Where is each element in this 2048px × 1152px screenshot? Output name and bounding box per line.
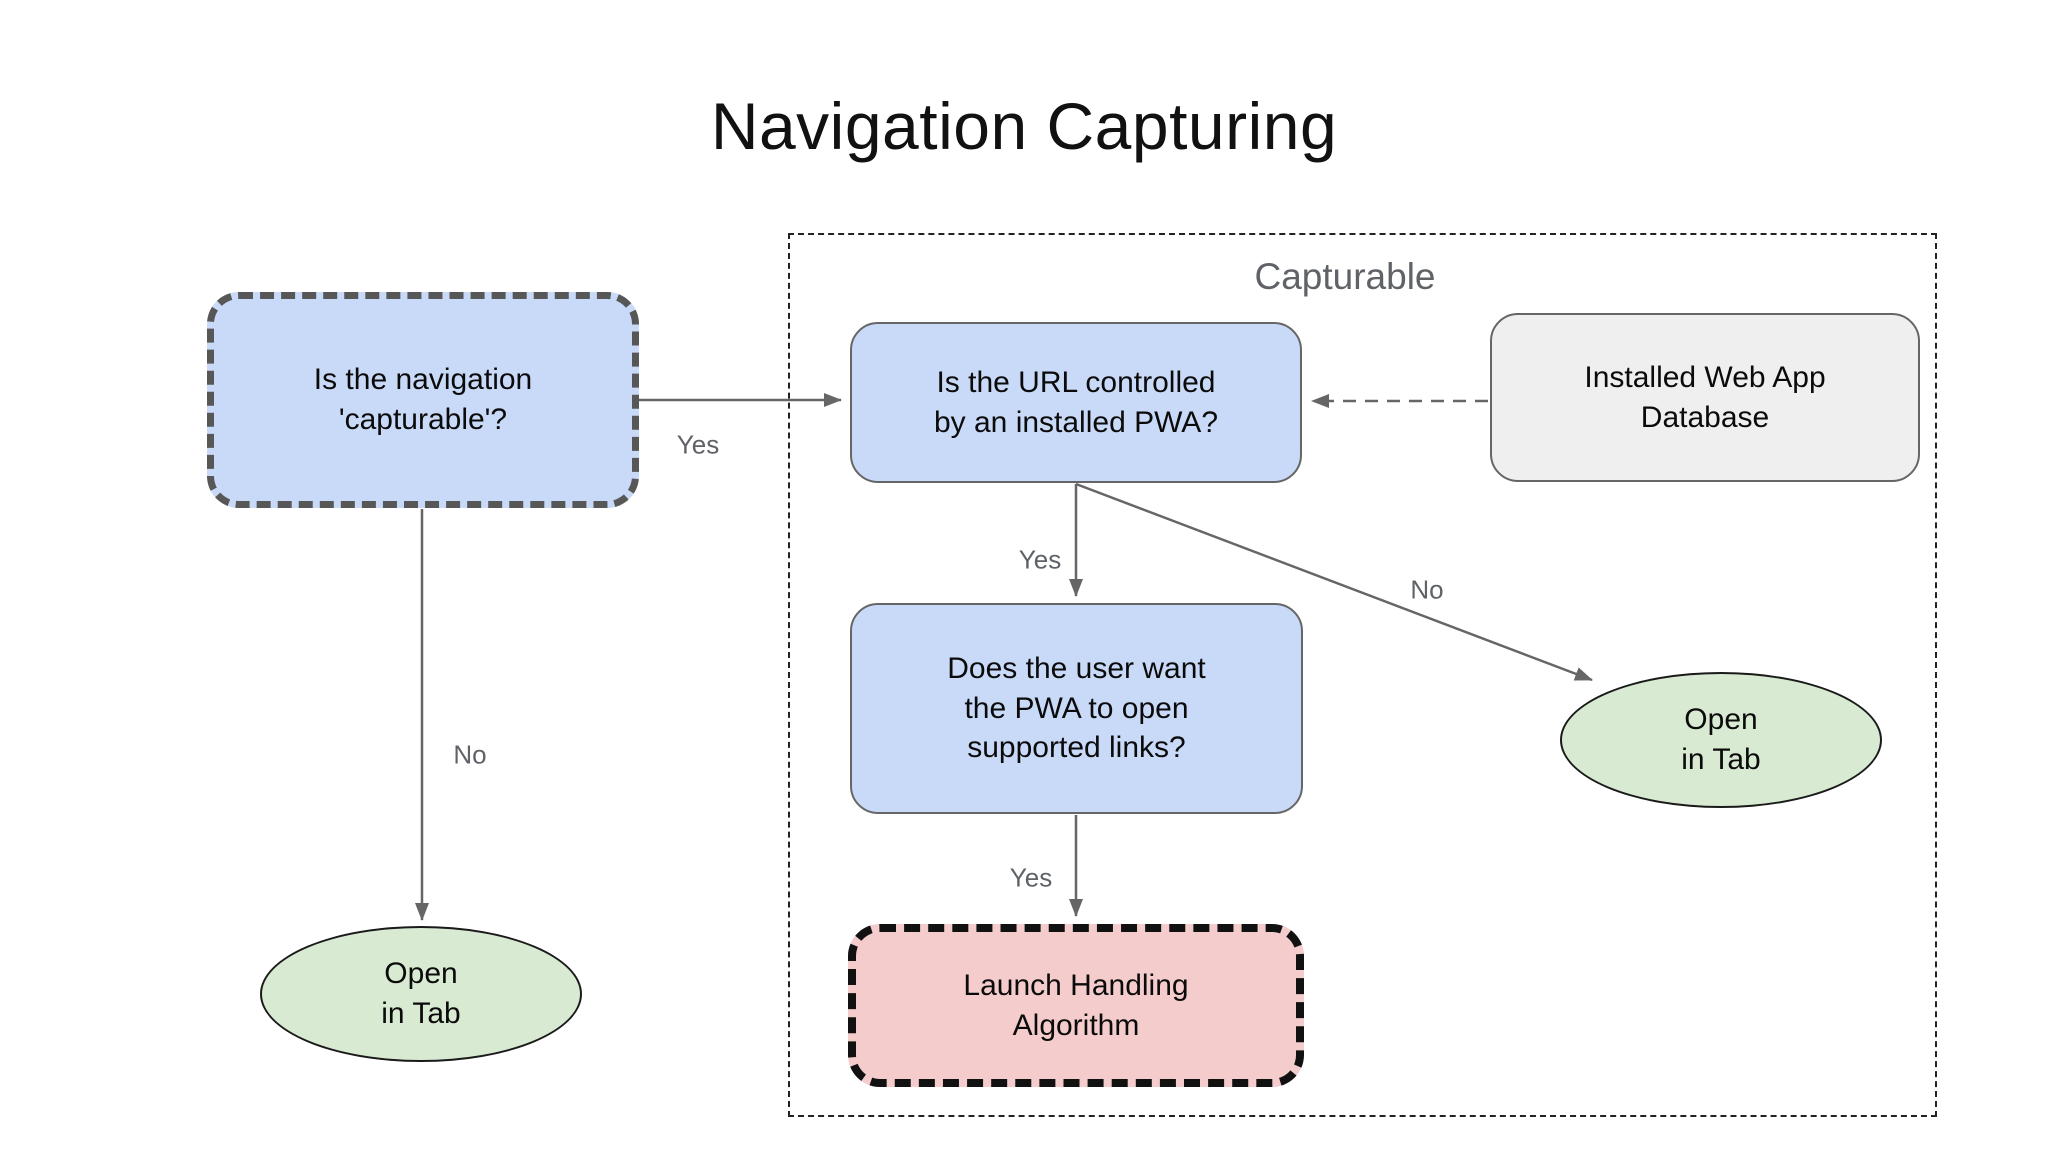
capturable-group-label: Capturable [1254,256,1436,297]
node-open-in-tab-right: Open in Tab [1560,672,1882,808]
node-open-in-tab-left: Open in Tab [260,926,582,1062]
node-launch-handling-algorithm: Launch Handling Algorithm [848,924,1304,1087]
edge-url-no-arrow [1075,482,1593,682]
node-label: Launch Handling Algorithm [963,968,1189,1042]
edge-label-capturable-yes: Yes [676,429,720,460]
capturable-group-outline [788,233,1937,1117]
edge-label-user-yes: Yes [1009,862,1053,893]
node-is-navigation-capturable: Is the navigation 'capturable'? [207,292,639,508]
node-label: Is the navigation 'capturable'? [313,363,533,436]
node-label: Installed Web App Database [1584,360,1826,434]
edge-label-url-no: No [1410,574,1444,605]
node-label: Open in Tab [1681,703,1761,776]
edge-label-url-yes: Yes [1018,544,1062,575]
node-is-url-controlled-by-pwa: Is the URL controlled by an installed PW… [850,322,1302,483]
node-label: Does the user want the PWA to open suppo… [947,652,1206,765]
edge-label-capturable-no: No [453,739,487,770]
node-label: Is the URL controlled by an installed PW… [933,365,1219,439]
node-installed-web-app-database: Installed Web App Database [1490,313,1920,482]
node-does-user-want-supported-links: Does the user want the PWA to open suppo… [850,603,1303,814]
page-title: Navigation Capturing [710,89,1338,163]
node-label: Open in Tab [381,957,461,1030]
